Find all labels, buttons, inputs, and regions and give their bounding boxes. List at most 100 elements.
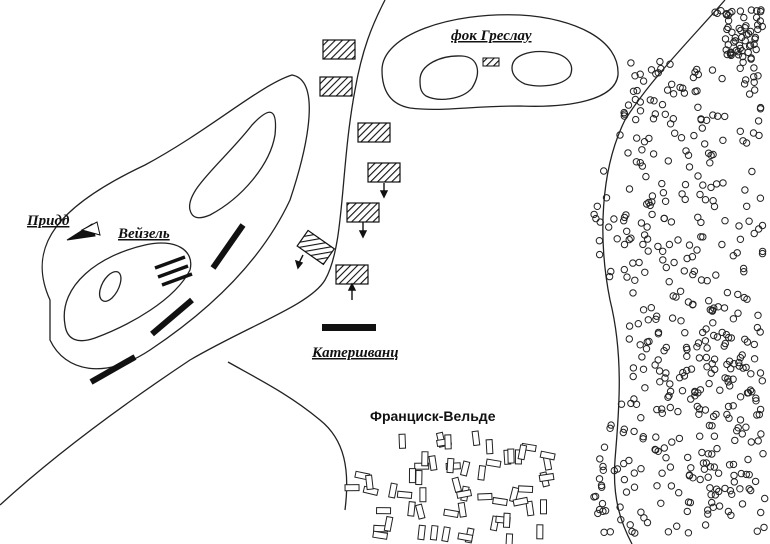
- tree-mark: [620, 425, 628, 433]
- tree-mark: [706, 159, 714, 167]
- tree-mark: [719, 179, 727, 187]
- tree-mark: [630, 469, 638, 477]
- tree-mark: [665, 278, 673, 286]
- tree-mark: [750, 64, 758, 72]
- tree-mark: [639, 77, 648, 85]
- tree-mark: [742, 363, 750, 372]
- tree-mark: [643, 223, 651, 231]
- tree-mark: [651, 361, 659, 369]
- tree-mark: [743, 202, 751, 211]
- tree-mark: [669, 90, 678, 98]
- tree-mark: [744, 30, 753, 38]
- tree-mark: [750, 78, 758, 87]
- tree-mark: [701, 196, 710, 204]
- building: [536, 524, 544, 540]
- tree-mark: [736, 416, 745, 424]
- tree-mark: [747, 486, 755, 495]
- tree-mark: [739, 58, 747, 66]
- tree-mark: [705, 379, 713, 388]
- tree-mark: [756, 7, 765, 16]
- tree-mark: [741, 335, 749, 343]
- tree-mark: [748, 388, 756, 396]
- tree-mark: [662, 263, 670, 272]
- tree-mark: [722, 330, 731, 339]
- tree-mark: [735, 358, 743, 367]
- tree-mark: [747, 370, 755, 378]
- building: [525, 500, 535, 517]
- tree-mark: [701, 521, 710, 529]
- hatched-units: [296, 39, 401, 285]
- tree-mark: [602, 194, 611, 202]
- tree-mark: [723, 50, 731, 59]
- tree-mark: [678, 387, 687, 395]
- tree-mark: [664, 393, 672, 401]
- building: [443, 508, 460, 519]
- tree-mark: [643, 200, 651, 208]
- advance-arrows: [294, 183, 389, 300]
- tree-mark: [706, 484, 714, 492]
- tree-mark: [726, 382, 734, 390]
- tree-mark: [641, 268, 649, 276]
- stream: [227, 361, 348, 511]
- tree-mark: [659, 189, 668, 197]
- tree-mark: [738, 33, 746, 42]
- tree-mark: [702, 459, 711, 467]
- building: [457, 501, 467, 518]
- tree-mark: [658, 405, 666, 413]
- tree-mark: [753, 411, 761, 419]
- tree-mark: [668, 438, 676, 446]
- tree-mark: [600, 443, 609, 451]
- tree-mark: [650, 97, 658, 105]
- tree-mark: [754, 437, 762, 445]
- building: [507, 448, 515, 464]
- tree-mark: [617, 516, 625, 524]
- tree-mark: [733, 427, 741, 435]
- tree-mark: [754, 25, 762, 34]
- tree-mark: [677, 317, 685, 325]
- tree-mark: [705, 297, 713, 305]
- tree-mark: [624, 149, 632, 157]
- tree-mark: [607, 421, 615, 429]
- tree-mark: [625, 185, 634, 193]
- building: [388, 482, 398, 499]
- tree-mark: [674, 407, 682, 416]
- building: [451, 476, 463, 493]
- building: [344, 484, 360, 492]
- tree-mark: [724, 17, 733, 25]
- tree-mark: [605, 223, 613, 231]
- tree-mark: [703, 344, 711, 352]
- tree-mark: [730, 478, 738, 486]
- tree-mark: [660, 444, 668, 452]
- tree-mark: [735, 362, 743, 370]
- tree-mark: [746, 41, 755, 49]
- tree-mark: [629, 259, 637, 267]
- tree-mark: [709, 319, 717, 327]
- tree-mark: [745, 485, 753, 493]
- tree-mark: [754, 72, 762, 80]
- tree-mark: [595, 505, 604, 514]
- building: [398, 433, 407, 449]
- tree-mark: [639, 240, 647, 249]
- tree-mark: [649, 115, 658, 123]
- tree-mark: [726, 9, 734, 17]
- tree-mark: [736, 7, 745, 15]
- tree-mark: [725, 414, 733, 422]
- tree-mark: [691, 392, 699, 400]
- building: [502, 512, 511, 528]
- tree-mark: [713, 9, 721, 18]
- tree-mark: [709, 412, 718, 421]
- tree-mark: [637, 219, 646, 227]
- tree-mark: [685, 163, 694, 171]
- tree-mark: [739, 137, 747, 145]
- tree-mark: [625, 322, 634, 330]
- tree-mark: [637, 414, 645, 422]
- tree-mark: [679, 84, 687, 92]
- tree-mark: [676, 287, 685, 295]
- building: [383, 515, 394, 532]
- tree-mark: [592, 214, 600, 223]
- tree-mark: [694, 213, 702, 222]
- tree-mark: [695, 354, 704, 362]
- tree-mark: [682, 147, 690, 155]
- hatched-unit: [357, 122, 391, 143]
- tree-mark: [658, 179, 666, 188]
